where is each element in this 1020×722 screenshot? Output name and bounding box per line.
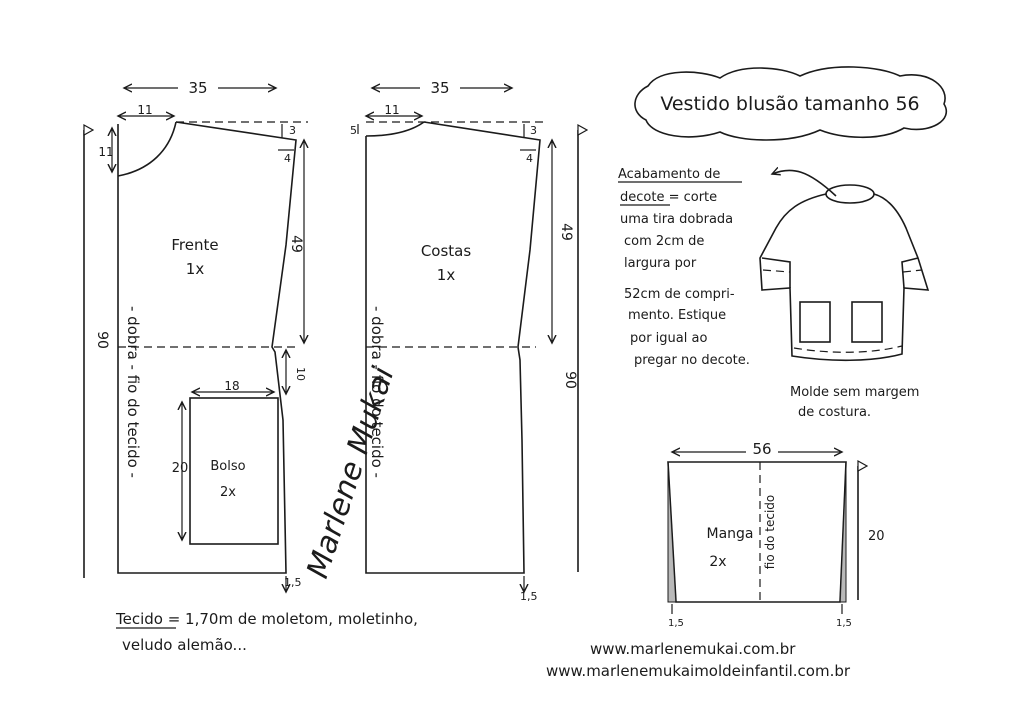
title-cloud: Vestido blusão tamanho 56: [634, 66, 947, 141]
sleeve-right-hem-label: 1,5: [836, 618, 852, 629]
front-length-label: 90: [94, 331, 110, 349]
finishing-note: Acabamento de decote = corte uma tira do…: [618, 167, 750, 368]
fabric-note-line-1: Tecido = 1,70m de moletom, moletinho,: [115, 610, 418, 628]
note-line-5: largura por: [624, 256, 697, 271]
sleeve-height-label: 20: [868, 529, 885, 544]
title-text: Vestido blusão tamanho 56: [660, 93, 919, 115]
dress-left-cuff-stitch: [762, 269, 791, 273]
front-neck-width-label: 11: [137, 103, 152, 117]
back-width-bg: [420, 78, 460, 96]
back-qty: 1x: [437, 266, 456, 284]
front-neck-depth-label: 11: [98, 145, 113, 159]
front-piece: 35 11 11 3 4 49 90 10 1,5 Frente 1x - do…: [83, 78, 308, 592]
back-piece: 35 11 5 3 4 49 90 1,5 Costas 1x - dobra …: [350, 78, 578, 603]
dress-hem-stitch: [793, 345, 903, 353]
note-line-2: decote = corte: [620, 190, 717, 205]
seam-note-line-1: Molde sem margem: [790, 385, 919, 400]
website-1: www.marlenemukai.com.br: [590, 640, 796, 658]
back-width-label: 35: [430, 79, 449, 97]
front-width-bg: [178, 78, 218, 96]
sleeve-name: Manga: [707, 526, 754, 542]
sleeve-right-seam-hatch: [839, 461, 847, 603]
pocket-piece: 18 20 Bolso 2x: [172, 379, 279, 545]
sleeve-qty: 2x: [709, 554, 726, 570]
pocket-qty: 2x: [220, 485, 236, 500]
note-line-3: uma tira dobrada: [620, 212, 733, 227]
dress-right-cuff: [901, 257, 919, 289]
dress-right-cuff-stitch: [902, 269, 923, 273]
front-width-label: 35: [188, 79, 207, 97]
back-armhole-label: 49: [558, 223, 574, 241]
pocket-name: Bolso: [210, 459, 245, 474]
front-name: Frente: [171, 236, 218, 254]
pocket-outline: [189, 397, 279, 545]
note-line-9: pregar no decote.: [634, 353, 750, 368]
sleeve-left-seam-hatch: [667, 461, 677, 603]
front-qty: 1x: [186, 260, 205, 278]
dress-right-pocket: [851, 301, 883, 343]
note-line-6: 52cm de compri-: [624, 287, 735, 302]
pocket-width-label: 18: [224, 379, 239, 393]
front-neckline: [117, 121, 177, 177]
front-hem-label: 1,5: [284, 576, 302, 589]
sleeve-width-bg: [746, 440, 778, 456]
front-side-label: 10: [294, 367, 307, 381]
dress-left-pocket: [799, 301, 831, 343]
fabric-note-line-2: veludo alemão...: [122, 636, 247, 654]
back-fold-label: - dobra - fio do tecido -: [368, 306, 386, 478]
back-outline: [365, 121, 541, 574]
note-line-4: com 2cm de: [624, 234, 704, 249]
front-outline: [117, 121, 297, 574]
back-neck-width-label: 11: [384, 103, 399, 117]
sleeve-left-hem-label: 1,5: [668, 618, 684, 629]
front-fold-label: - dobra - fio do tecido -: [124, 306, 142, 478]
dress-body: [759, 193, 930, 362]
front-shoulder-drop-label: 3: [289, 124, 296, 137]
pocket-height-label: 20: [172, 461, 189, 476]
front-shoulder-in-label: 4: [284, 152, 291, 165]
back-length-label: 90: [562, 371, 578, 389]
website-2: www.marlenemukaimoldeinfantil.com.br: [546, 662, 851, 680]
back-name: Costas: [421, 242, 472, 260]
dress-illustration: [759, 170, 930, 362]
sleeve-width-label: 56: [752, 440, 771, 458]
back-shoulder-in-label: 4: [526, 152, 533, 165]
sleeve-outline: [667, 461, 847, 603]
title-cloud-outline: [634, 66, 947, 141]
note-line-7: mento. Estique: [628, 308, 726, 323]
sleeve-piece: 56 20 Manga 2x fio do tecido 1,5 1,5: [667, 440, 885, 629]
dress-left-cuff: [761, 257, 791, 288]
front-armhole-label: 49: [288, 235, 304, 253]
back-neck-depth-label: 5: [350, 124, 357, 137]
back-shoulder-drop-label: 3: [530, 124, 537, 137]
back-neckline: [365, 121, 425, 137]
seam-note-line-2: de costura.: [798, 405, 871, 420]
sleeve-grain-label: fio do tecido: [763, 495, 777, 569]
fabric-note: Tecido = 1,70m de moletom, moletinho, ve…: [115, 610, 418, 654]
note-line-8: por igual ao: [630, 331, 707, 346]
back-hem-label: 1,5: [520, 590, 538, 603]
note-line-1: Acabamento de: [618, 167, 720, 182]
